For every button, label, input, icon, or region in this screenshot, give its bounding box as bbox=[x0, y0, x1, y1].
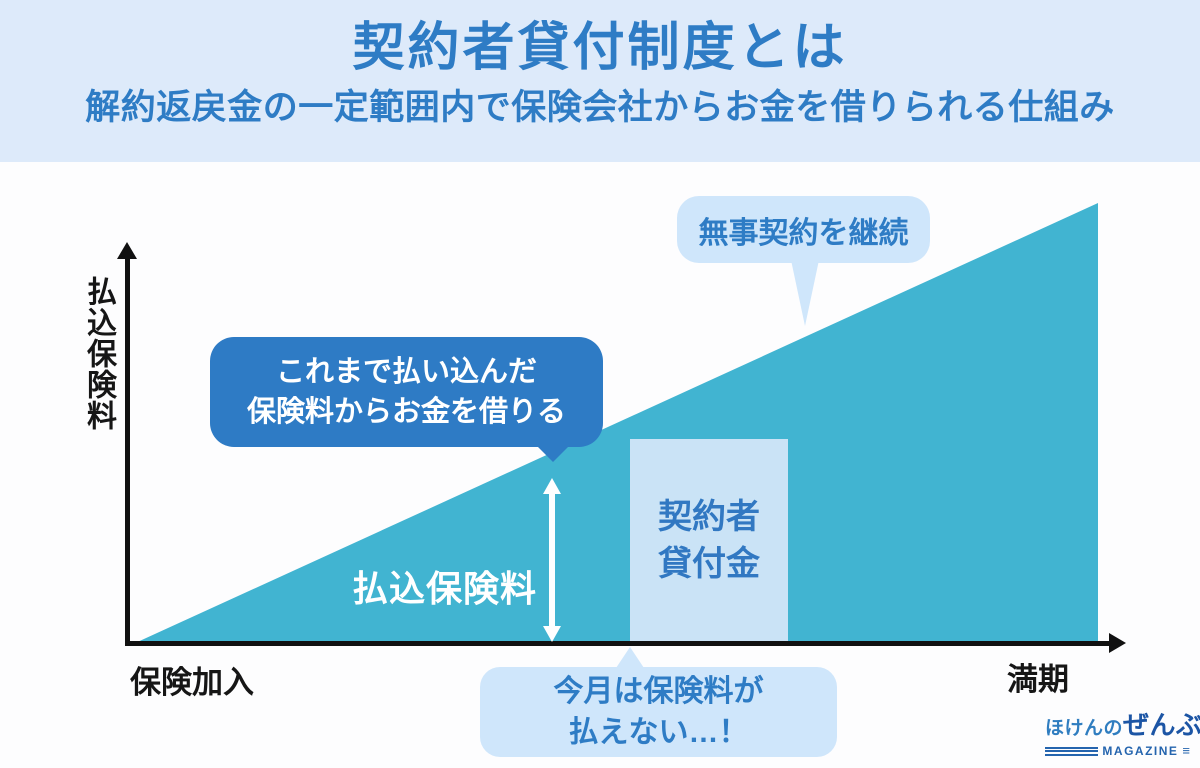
measure-arrow bbox=[549, 492, 555, 628]
cant-pay-line1: 今月は保険料が bbox=[553, 675, 764, 708]
brand-logo-tagline-row: MAGAZINE ≡ bbox=[1045, 744, 1190, 758]
y-axis-label: 払込保険料 bbox=[82, 276, 115, 431]
borrow-money-line2: 保険料からお金を借りる bbox=[246, 396, 566, 428]
loan-box-line1: 契約者 bbox=[658, 497, 760, 536]
x-axis-end-label: 満期 bbox=[1007, 662, 1069, 697]
loan-amount-box: 契約者 貸付金 bbox=[630, 439, 788, 642]
triple-line-icon bbox=[1045, 746, 1099, 756]
page-title: 契約者貸付制度とは bbox=[352, 19, 848, 77]
brand-main: ぜんぶ bbox=[1123, 710, 1200, 740]
loan-box-line2: 貸付金 bbox=[658, 544, 760, 583]
cant-pay-line2: 払えない…！ bbox=[568, 716, 749, 749]
brand-logo: ほけんの ぜんぶ MAGAZINE ≡ bbox=[1045, 705, 1200, 758]
brand-tagline: MAGAZINE bbox=[1102, 744, 1179, 758]
continue-contract-bubble: 無事契約を継続 bbox=[677, 196, 930, 263]
x-axis-start-label: 保険加入 bbox=[130, 665, 254, 700]
y-axis bbox=[125, 254, 130, 646]
borrow-money-bubble: これまで払い込んだ 保険料からお金を借りる bbox=[210, 337, 603, 447]
borrow-money-line1: これまで払い込んだ bbox=[275, 356, 537, 388]
brand-prefix: ほけんの bbox=[1045, 718, 1124, 739]
header-banner: 契約者貸付制度とは 解約返戻金の一定範囲内で保険会社からお金を借りられる仕組み bbox=[0, 0, 1200, 162]
x-axis bbox=[125, 641, 1112, 646]
continue-contract-label: 無事契約を継続 bbox=[698, 216, 909, 250]
equiv-lines-icon: ≡ bbox=[1182, 743, 1190, 758]
paid-premium-area bbox=[133, 203, 1098, 644]
borrow-bubble-tail-icon bbox=[536, 445, 570, 462]
x-axis-arrowhead-icon bbox=[1109, 633, 1126, 653]
y-axis-arrowhead-icon bbox=[117, 242, 137, 259]
measure-arrow-up-icon bbox=[543, 478, 561, 494]
page-subtitle: 解約返戻金の一定範囲内で保険会社からお金を借りられる仕組み bbox=[85, 88, 1115, 127]
cant-pay-bubble: 今月は保険料が 払えない…！ bbox=[480, 667, 837, 757]
paid-premium-area-label: 払込保険料 bbox=[352, 568, 538, 609]
brand-logo-wordmark: ほけんの ぜんぶ bbox=[1045, 705, 1200, 742]
continue-bubble-tail-icon bbox=[791, 260, 819, 326]
measure-arrow-down-icon bbox=[543, 626, 561, 642]
